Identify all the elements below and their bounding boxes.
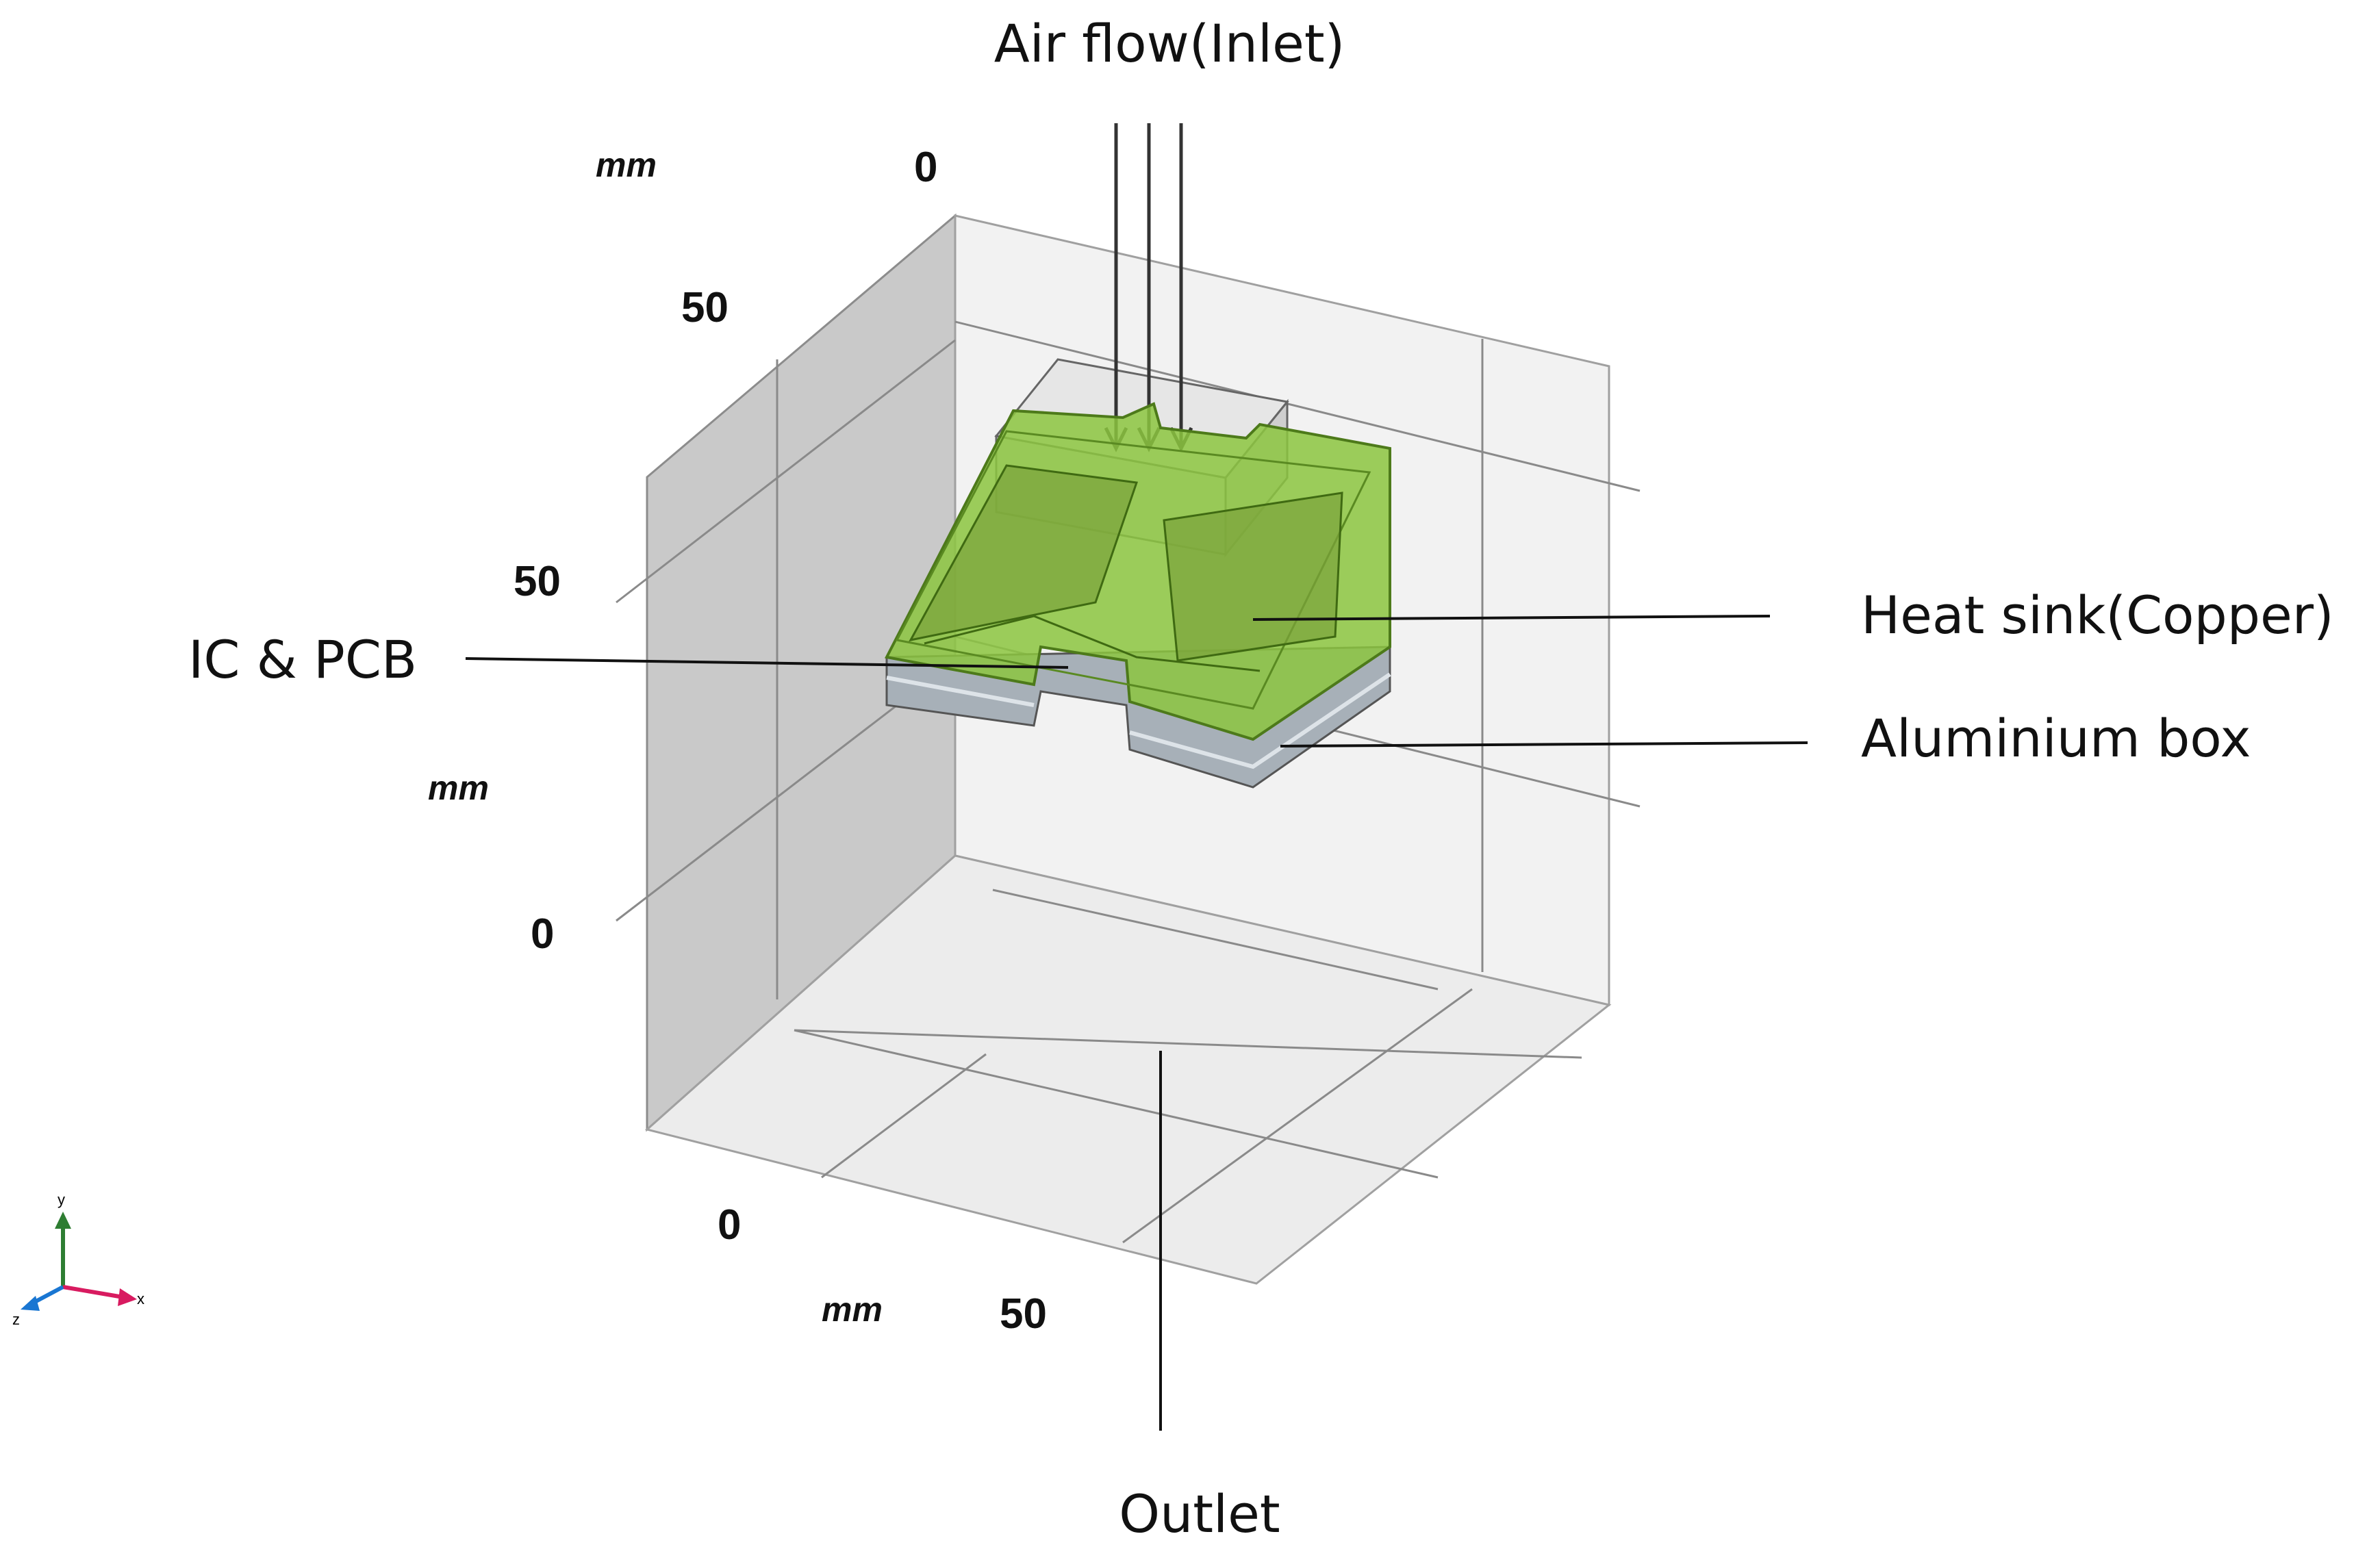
ic-pcb-leader bbox=[465, 657, 1069, 669]
tick-top-50: 50 bbox=[681, 284, 729, 331]
triad-y-label: y bbox=[58, 1191, 65, 1208]
aluminium-box-label: Aluminium box bbox=[1861, 708, 2251, 769]
floor-plane bbox=[644, 854, 1612, 1285]
unit-mid-left: mm bbox=[428, 769, 489, 807]
triad-z-label: z bbox=[12, 1311, 20, 1328]
heat-sink-label: Heat sink(Copper) bbox=[1861, 585, 2334, 646]
aluminium-leader bbox=[1280, 741, 1808, 748]
heat-sink bbox=[884, 402, 1391, 741]
triad-x-axis bbox=[62, 1285, 124, 1299]
coordinate-triad: y x z bbox=[12, 1191, 144, 1328]
tick-mid-50: 50 bbox=[514, 558, 561, 605]
unit-top-left: mm bbox=[596, 146, 657, 184]
unit-bottom: mm bbox=[822, 1290, 883, 1329]
leader-lines bbox=[465, 615, 1808, 1431]
tick-top-0: 0 bbox=[914, 144, 937, 191]
tick-bottom-50: 50 bbox=[1000, 1290, 1047, 1338]
tick-bottom-0: 0 bbox=[718, 1201, 741, 1249]
heat-sink-leader bbox=[1252, 615, 1771, 621]
tick-mid-0: 0 bbox=[531, 910, 554, 958]
ic-pcb-label: IC & PCB bbox=[188, 629, 417, 690]
outlet-label: Outlet bbox=[1119, 1483, 1280, 1544]
air-flow-label: Air flow(Inlet) bbox=[994, 13, 1345, 74]
triad-x-label: x bbox=[137, 1290, 144, 1307]
